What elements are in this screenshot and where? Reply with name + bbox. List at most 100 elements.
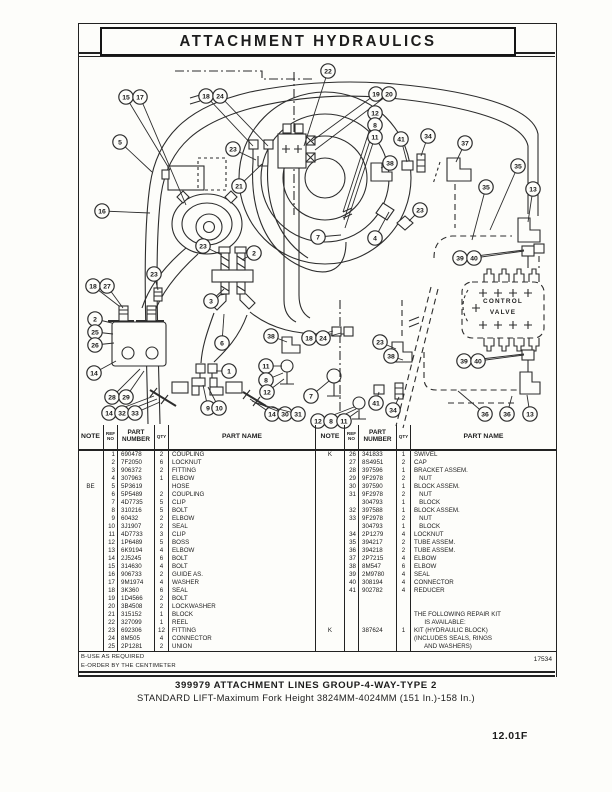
callout-25: 25 xyxy=(87,324,114,340)
table-cell: 25 xyxy=(104,643,118,651)
svg-text:23: 23 xyxy=(376,339,384,346)
table-cell: 4 xyxy=(397,579,411,587)
table-cell: 5 xyxy=(155,507,169,515)
svg-text:40: 40 xyxy=(474,358,482,365)
svg-text:9: 9 xyxy=(206,405,210,412)
callout-12: 12 xyxy=(259,378,285,400)
callout-38: 38 xyxy=(263,328,288,344)
svg-text:7: 7 xyxy=(309,393,313,400)
table-cell xyxy=(359,619,397,627)
table-cell: 35 xyxy=(345,539,359,547)
table-cell: 19 xyxy=(104,595,118,603)
table-cell: 21 xyxy=(104,611,118,619)
table-cell: 6 xyxy=(104,491,118,499)
table-cell xyxy=(78,619,104,627)
table-cell xyxy=(359,595,397,603)
table-cell: 394218 xyxy=(359,547,397,555)
table-cell xyxy=(345,611,359,619)
table-cell xyxy=(316,643,345,651)
svg-text:5: 5 xyxy=(118,139,122,146)
table-cell: 2 xyxy=(397,491,411,499)
callout-23: 23 xyxy=(408,202,428,222)
table-cell: 397590 xyxy=(359,483,397,491)
table-cell xyxy=(78,603,104,611)
table-cell: 6 xyxy=(155,587,169,595)
table-cell xyxy=(397,643,411,651)
callout-35: 35 xyxy=(489,158,526,231)
table-cell xyxy=(316,595,345,603)
table-cell: 9M1974 xyxy=(118,579,155,587)
page-code: 12.01F xyxy=(492,730,528,742)
table-cell: 16 xyxy=(104,571,118,579)
table-cell xyxy=(78,571,104,579)
table-cell: 3K360 xyxy=(118,587,155,595)
table-row xyxy=(316,603,556,611)
table-cell xyxy=(155,483,169,491)
svg-text:22: 22 xyxy=(324,68,332,75)
callout-23: 23 xyxy=(372,334,397,350)
table-cell: 4 xyxy=(397,587,411,595)
table-cell: 33 xyxy=(345,515,359,523)
table-cell: 29 xyxy=(345,475,359,483)
table-cell: 394217 xyxy=(359,539,397,547)
svg-text:25: 25 xyxy=(91,329,99,336)
table-cell: TUBE ASSEM. xyxy=(414,547,456,554)
table-cell: SEAL xyxy=(172,523,188,530)
callout-40: 40 xyxy=(466,250,525,266)
table-row: AND WASHERS) xyxy=(316,643,556,651)
svg-text:13: 13 xyxy=(529,186,537,193)
table-cell: 4 xyxy=(104,475,118,483)
table-cell: 2 xyxy=(155,515,169,523)
table-cell xyxy=(316,547,345,555)
callout-23: 23 xyxy=(146,266,162,291)
svg-text:11: 11 xyxy=(340,418,347,425)
svg-text:34: 34 xyxy=(424,133,432,140)
table-cell: 4D7735 xyxy=(118,499,155,507)
svg-text:24: 24 xyxy=(216,93,224,100)
table-cell xyxy=(345,595,359,603)
table-cell: NUT xyxy=(414,475,432,482)
table-cell: 5 xyxy=(155,499,169,507)
table-cell xyxy=(359,603,397,611)
svg-text:23: 23 xyxy=(199,243,207,250)
table-cell: 36 xyxy=(345,547,359,555)
svg-text:2: 2 xyxy=(252,250,256,257)
svg-text:14: 14 xyxy=(90,370,98,377)
table-cell xyxy=(316,491,345,499)
table-cell: 2 xyxy=(397,459,411,467)
table-cell xyxy=(78,611,104,619)
svg-text:12: 12 xyxy=(263,389,271,396)
table-cell: 8M505 xyxy=(118,635,155,643)
table-cell xyxy=(78,555,104,563)
table-cell xyxy=(397,611,411,619)
table-cell: THE FOLLOWING REPAIR KIT xyxy=(414,611,501,618)
svg-text:32: 32 xyxy=(118,410,126,417)
table-cell: 3B4508 xyxy=(118,603,155,611)
table-cell: 1 xyxy=(397,483,411,491)
callout-36: 36 xyxy=(457,390,493,422)
table-cell: FITTING xyxy=(172,627,197,634)
footnotes: B-USE AS REQUIRED E-ORDER BY THE CENTIME… xyxy=(81,653,176,671)
callout-40: 40 xyxy=(470,353,525,369)
svg-text:12: 12 xyxy=(371,110,379,117)
table-cell: 3 xyxy=(104,467,118,475)
table-cell: 7F2050 xyxy=(118,459,155,467)
table-cell: ELBOW xyxy=(172,475,195,482)
table-cell: LOCKNUT xyxy=(172,459,202,466)
table-cell xyxy=(316,611,345,619)
title-underline-2 xyxy=(78,56,555,57)
table-cell: 37 xyxy=(345,555,359,563)
svg-text:36: 36 xyxy=(503,411,511,418)
table-cell: CLIP xyxy=(172,531,186,538)
